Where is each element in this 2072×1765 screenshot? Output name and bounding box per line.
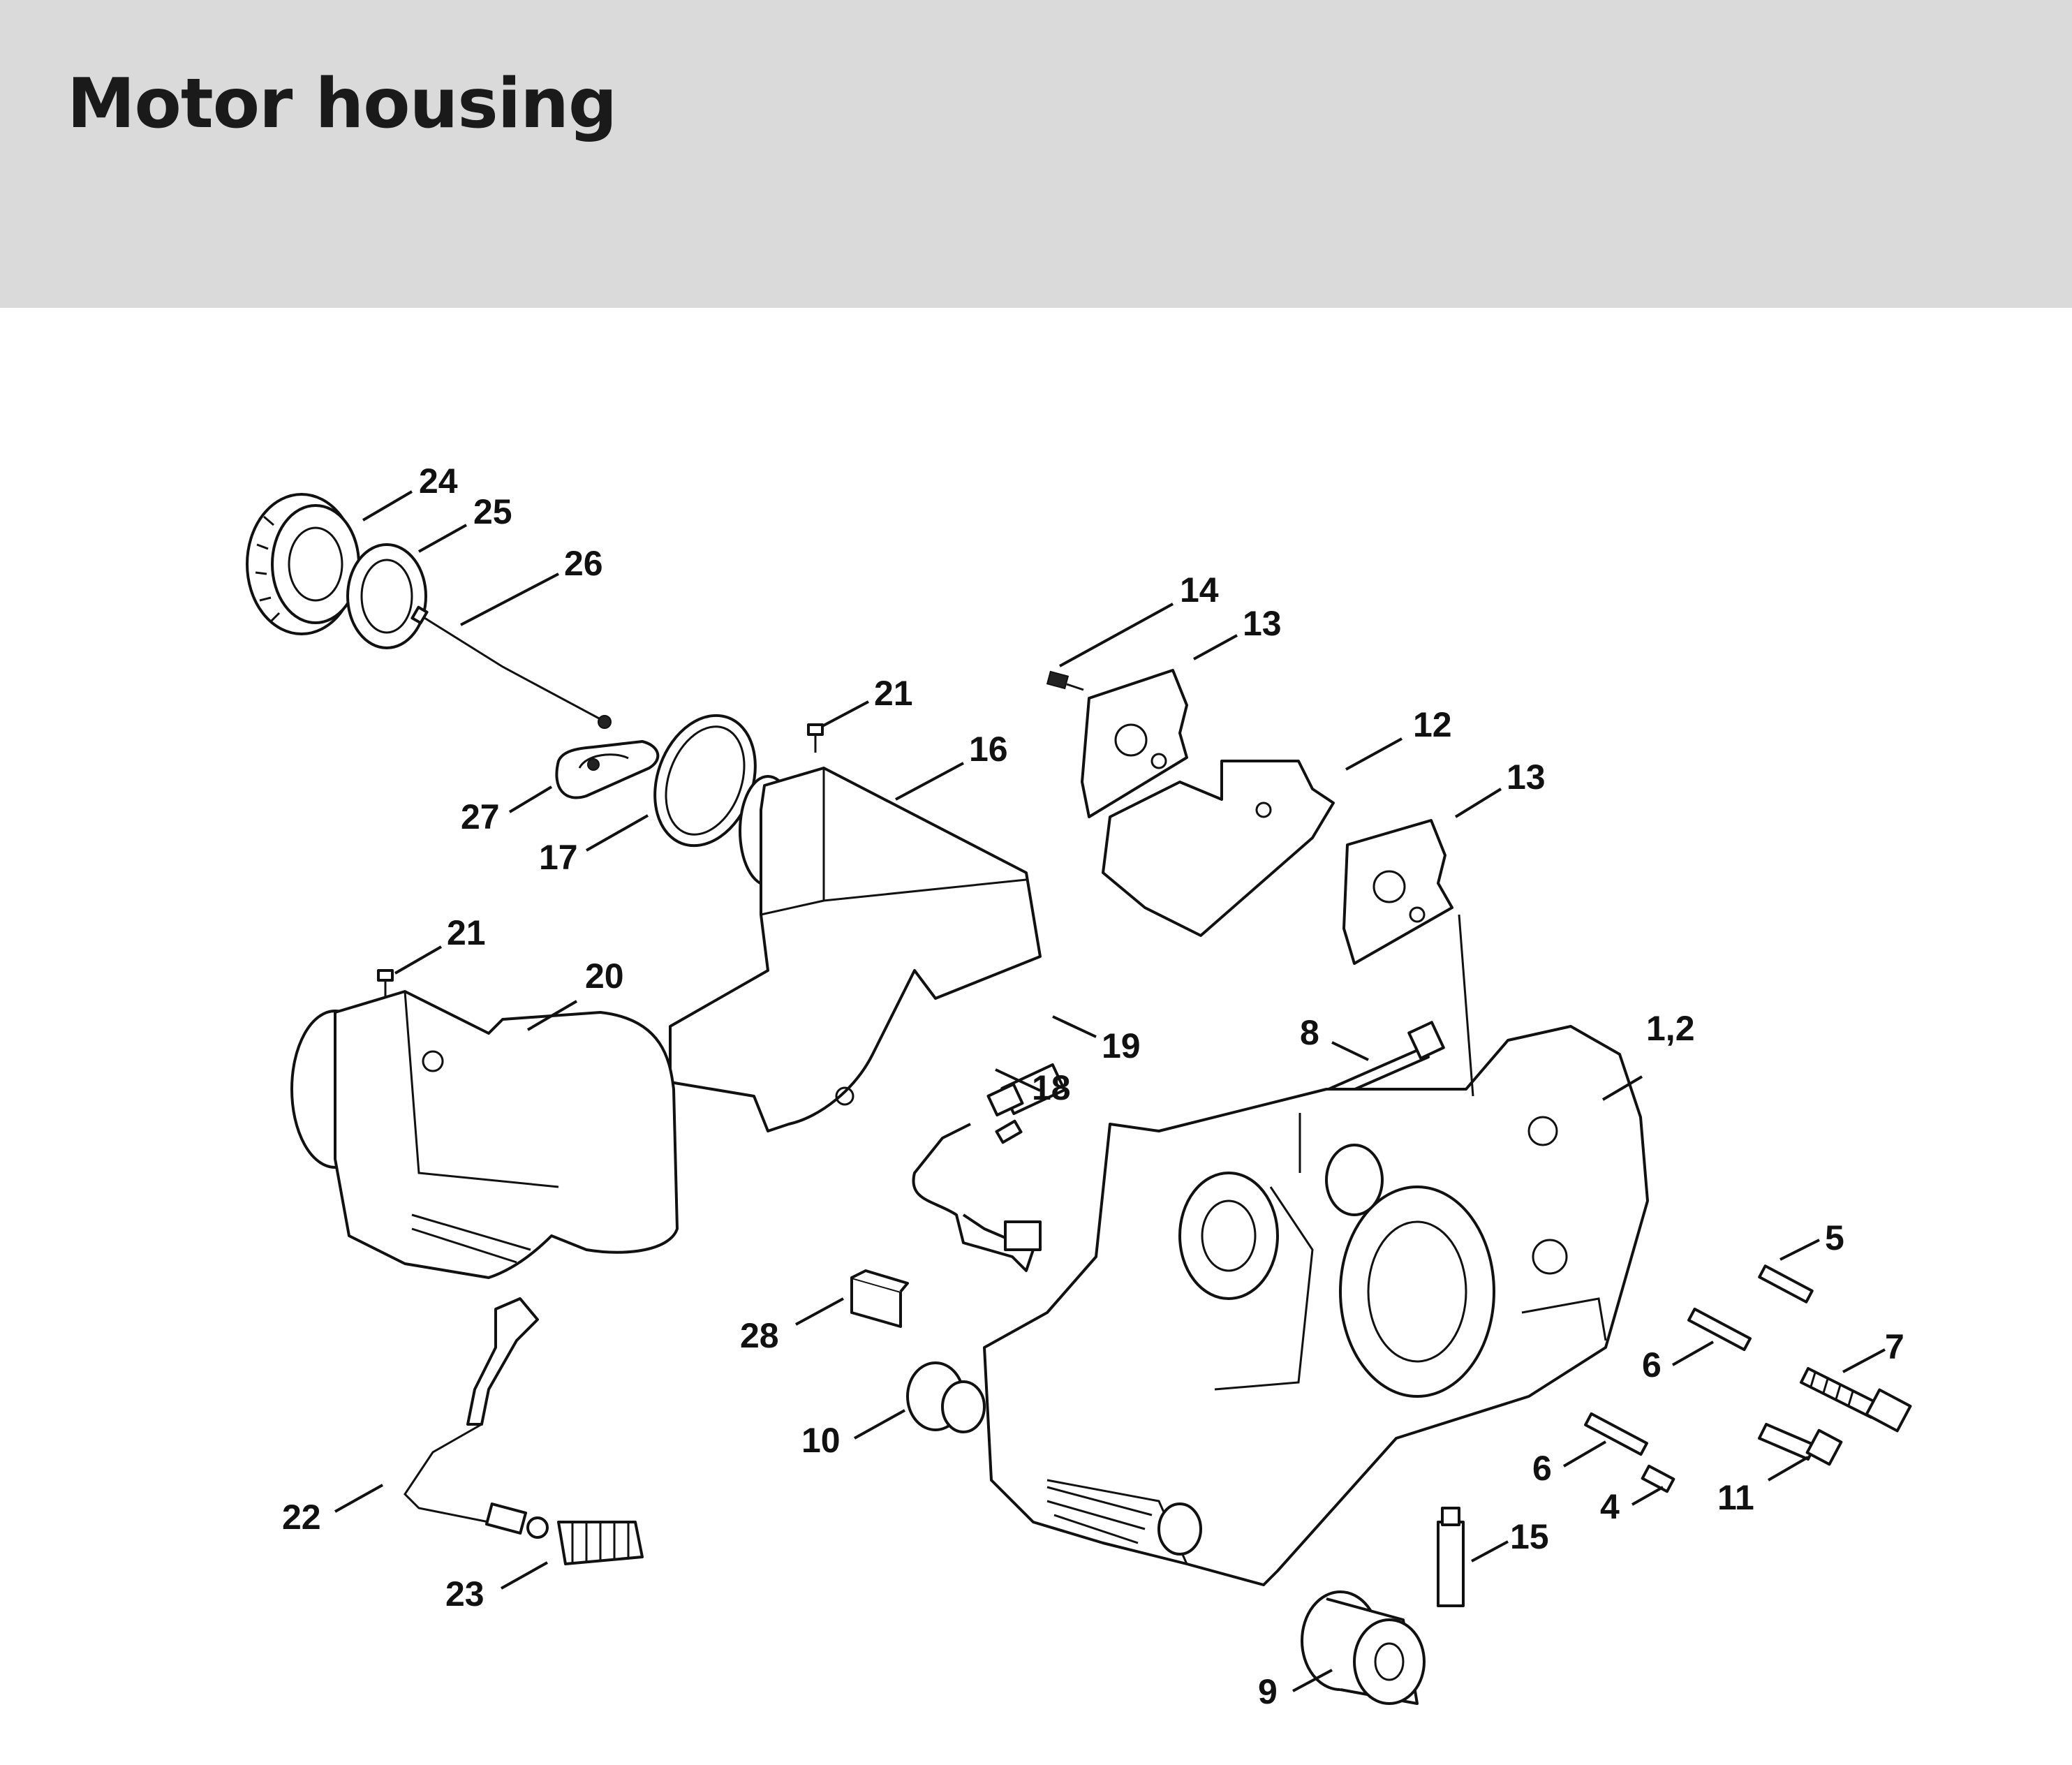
callout-6-upper: 6: [1642, 1345, 1662, 1384]
part-10-grommet[interactable]: [906, 1361, 986, 1433]
part-17-gasket-ring[interactable]: [637, 702, 772, 860]
callout-26: 26: [564, 544, 603, 583]
callout-21-upper: 21: [874, 674, 913, 713]
part-21-screw-upper[interactable]: [807, 723, 824, 753]
callout-28: 28: [740, 1316, 779, 1355]
callout-27: 27: [461, 797, 500, 836]
callout-1-2: 1,2: [1646, 1009, 1695, 1048]
part-13-shield-lower[interactable]: [1342, 819, 1453, 965]
callout-11: 11: [1717, 1478, 1754, 1517]
callout-4: 4: [1600, 1487, 1620, 1526]
callout-14: 14: [1180, 570, 1219, 610]
part-15-tube[interactable]: [1437, 1507, 1465, 1607]
part-19-pickup[interactable]: [986, 1063, 1066, 1117]
part-5-pin[interactable]: [1758, 1264, 1814, 1304]
callout-18: 18: [1032, 1068, 1071, 1107]
header-band: Motor housing: [0, 0, 2072, 308]
part-25-seal-ring[interactable]: [346, 543, 427, 649]
callout-13-upper: 13: [1243, 604, 1282, 643]
part-28-insert[interactable]: [850, 1269, 909, 1328]
part-26-retainer-cord[interactable]: [410, 605, 612, 729]
callout-23: 23: [445, 1574, 484, 1613]
page-title: Motor housing: [67, 64, 617, 144]
callout-8: 8: [1300, 1013, 1319, 1052]
callout-labels: 24 25 26 27 17 21 16 14 13 12 13 21 20 1…: [282, 461, 1904, 1711]
leader-lines: [334, 490, 1886, 1692]
part-27-clip[interactable]: [555, 740, 660, 799]
part-20-filter-cover[interactable]: [290, 990, 679, 1279]
part-9-av-buffer[interactable]: [1301, 1590, 1426, 1705]
part-23-fuel-filter[interactable]: [526, 1516, 644, 1565]
callout-22: 22: [282, 1498, 321, 1537]
callout-5: 5: [1825, 1218, 1844, 1257]
part-14-screw[interactable]: [1046, 670, 1084, 691]
part-22-fuel-hose[interactable]: [404, 1297, 539, 1535]
callout-24: 24: [419, 461, 458, 501]
callout-19: 19: [1102, 1026, 1141, 1065]
part-18-hose[interactable]: [912, 1119, 1042, 1272]
part-12-plate[interactable]: [1102, 760, 1335, 937]
callout-13-lower: 13: [1507, 758, 1546, 797]
callout-17: 17: [539, 838, 578, 877]
part-4-stud[interactable]: [1641, 1464, 1675, 1493]
part-21-screw-lower[interactable]: [377, 969, 394, 998]
part-6-pin-upper[interactable]: [1687, 1307, 1752, 1352]
callout-10: 10: [801, 1421, 841, 1460]
callout-9: 9: [1258, 1672, 1278, 1711]
part-6-pin-lower[interactable]: [1584, 1412, 1648, 1456]
part-16-handle[interactable]: [669, 767, 1042, 1132]
callout-6-lower: 6: [1532, 1449, 1552, 1488]
callout-15: 15: [1510, 1517, 1549, 1556]
callout-25: 25: [473, 492, 512, 531]
callout-21-lower: 21: [447, 913, 486, 952]
callout-16: 16: [969, 730, 1008, 769]
guide-line-shield: [1458, 914, 1474, 1097]
part-13-shield-upper[interactable]: [1081, 669, 1188, 818]
callout-7: 7: [1885, 1327, 1904, 1366]
callout-12: 12: [1413, 705, 1452, 744]
part-24-filler-cap[interactable]: [246, 493, 360, 635]
callout-20: 20: [585, 957, 624, 996]
part-11-screw[interactable]: [1758, 1423, 1843, 1466]
part-7-spring-bolt[interactable]: [1800, 1367, 1912, 1433]
part-1-2-crankcase[interactable]: [983, 1025, 1649, 1586]
